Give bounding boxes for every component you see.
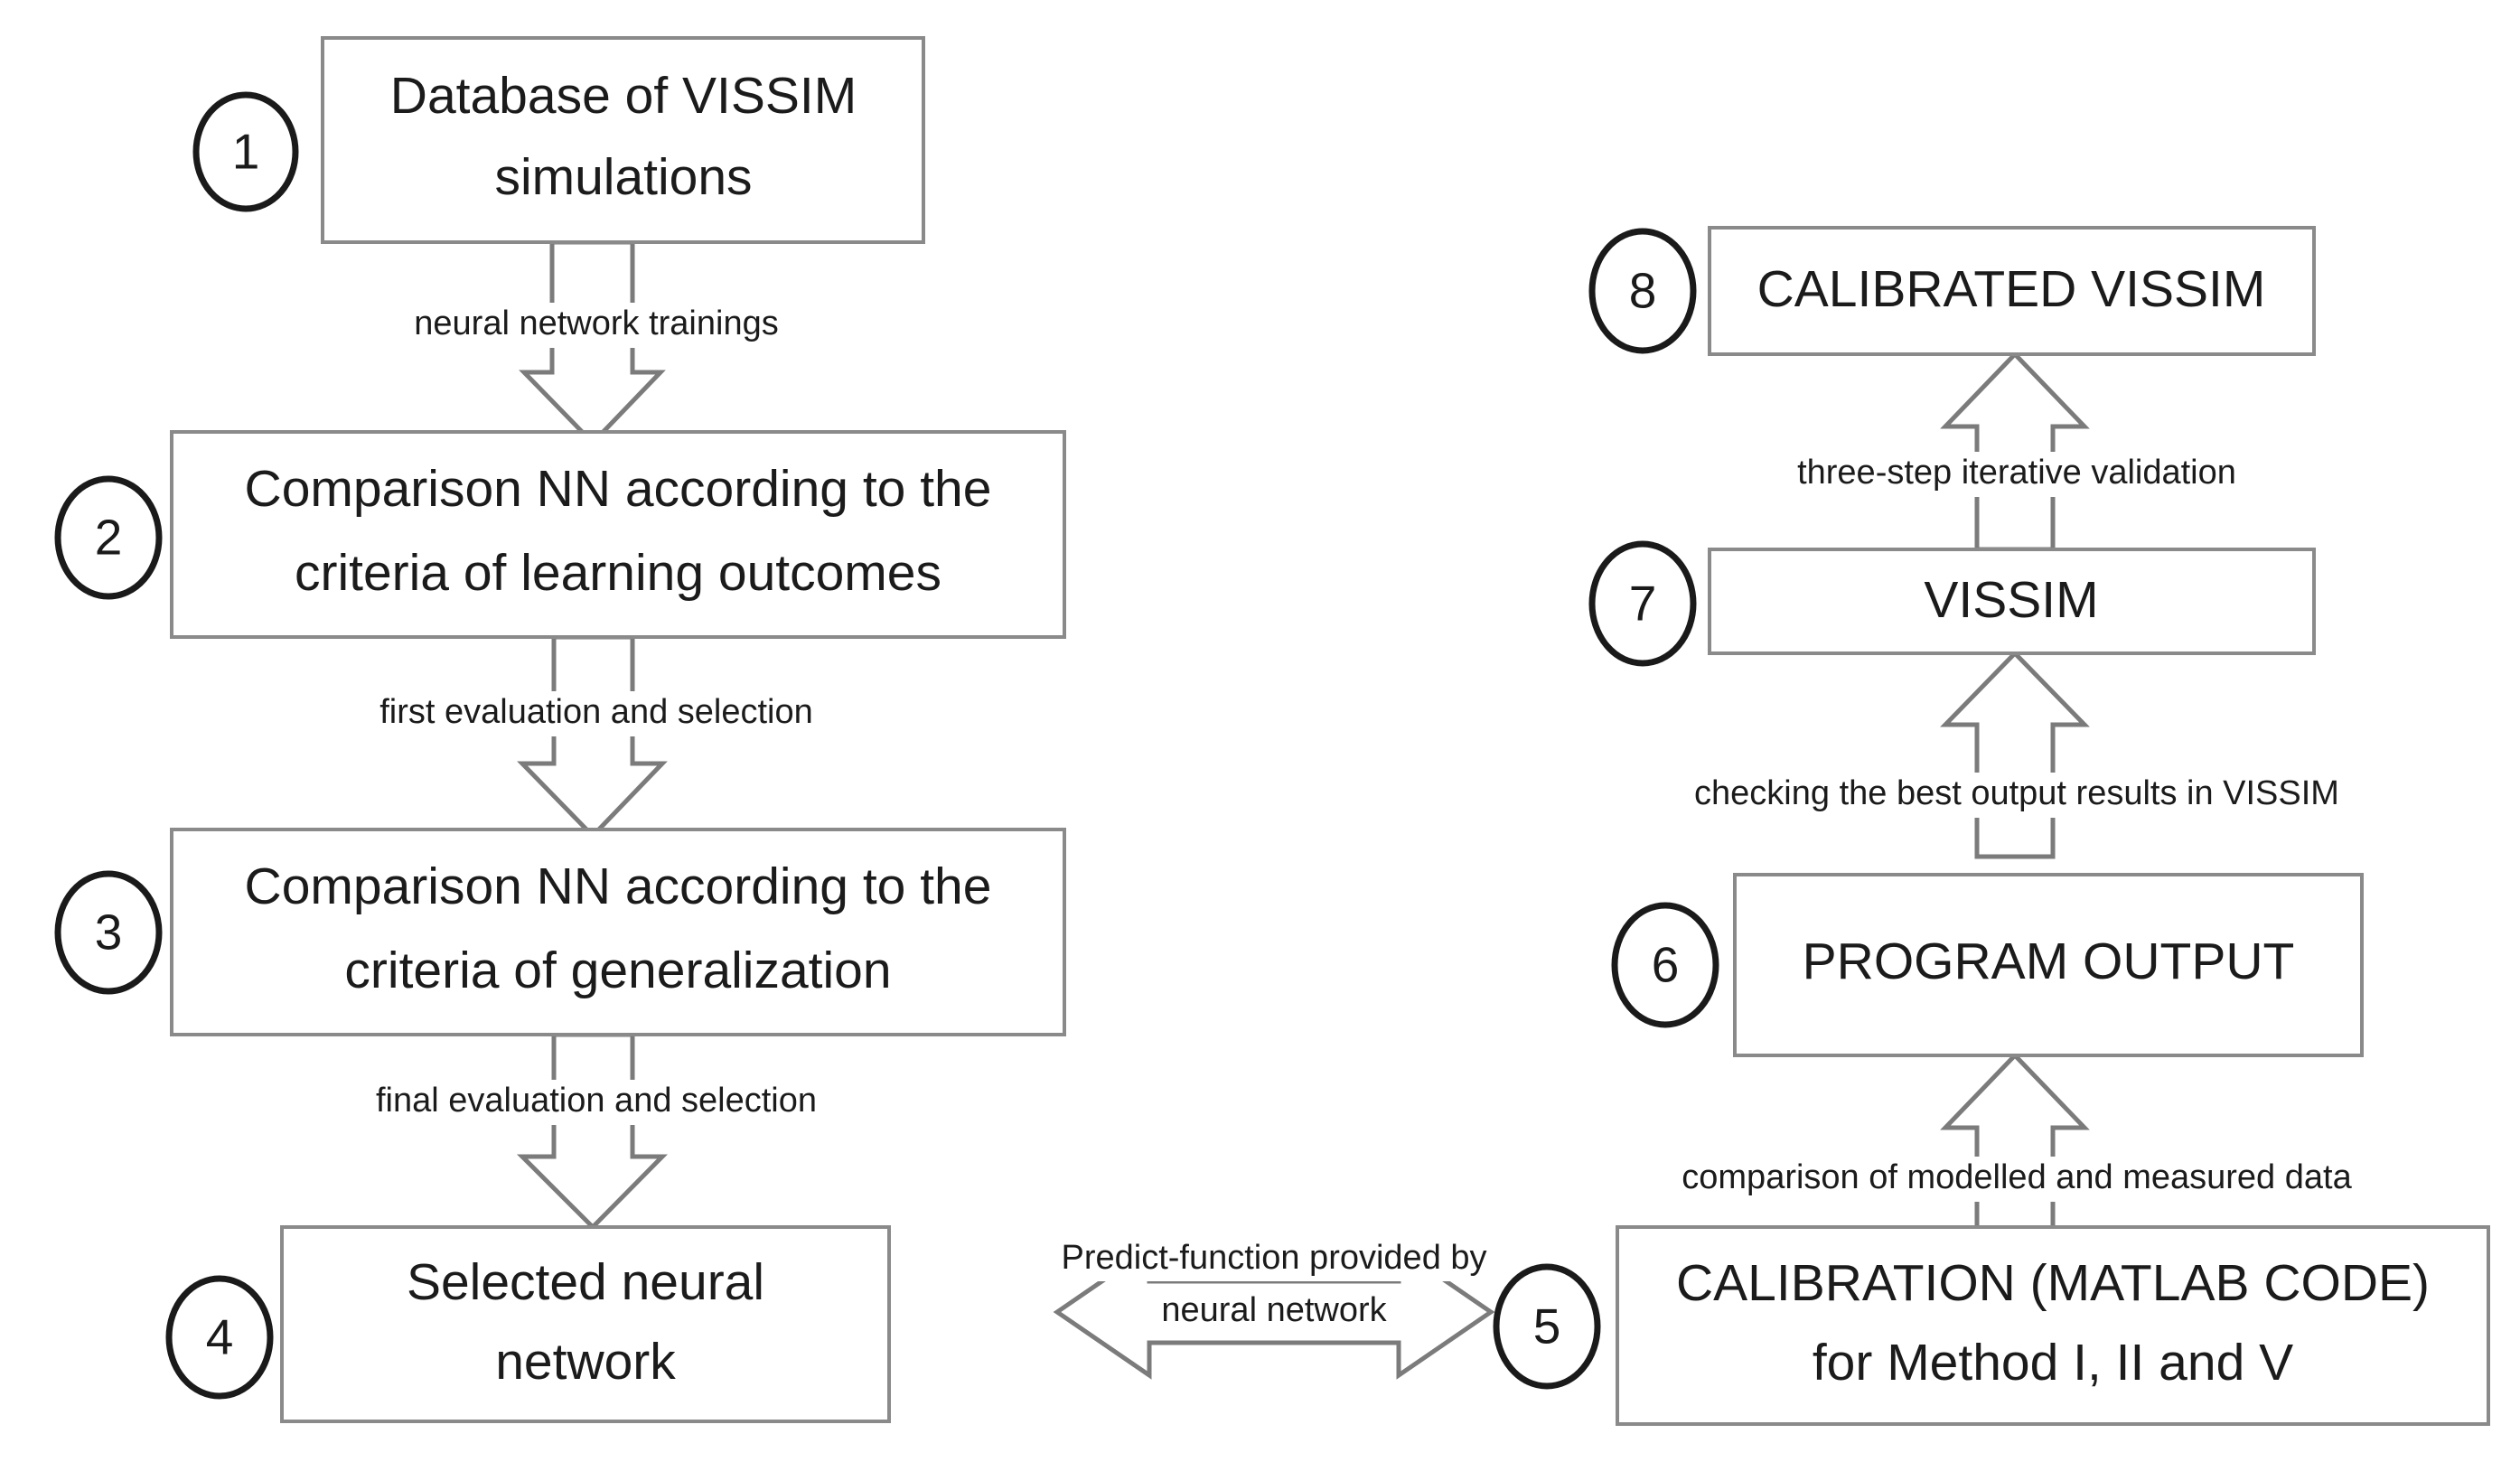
node-4-number: 4 (206, 1309, 234, 1365)
edge-3-4-label: final evaluation and selection (376, 1082, 817, 1120)
edge-4-5-label-backdrop-top (1021, 1238, 1527, 1281)
node-8-badge-circle (1588, 228, 1697, 354)
node-3-badge-circle (54, 870, 163, 995)
node-3-number: 3 (95, 904, 123, 961)
node-6-label-line1: PROGRAM OUTPUT (1803, 932, 2295, 990)
node-1-label-line1: Database of VISSIM (390, 67, 857, 125)
edge-2-3-label-backdrop (352, 691, 858, 736)
node-7-box[interactable] (1708, 548, 2316, 655)
node-2-label-line1: Comparison NN according to the (245, 460, 992, 518)
edge-2-3: first evaluation and selection (352, 634, 858, 839)
edge-1-2-label: neural network trainings (414, 305, 778, 342)
node-6-badge-circle (1611, 902, 1719, 1028)
node-4-label-line2: network (495, 1333, 676, 1391)
edge-6-7-label-backdrop (1617, 773, 2431, 818)
node-4-box[interactable] (280, 1225, 891, 1423)
edge-6-7: checking the best output results in VISS… (1617, 650, 2431, 859)
edge-5-6-label-backdrop (1617, 1157, 2412, 1202)
node-4-badge-circle (165, 1275, 274, 1400)
edge-5-6-label: comparison of modelled and measured data (1682, 1158, 2352, 1196)
edge-7-8: three-step iterative validation (1690, 351, 2349, 552)
edge-3-4: final evaluation and selection (348, 1032, 858, 1231)
edge-2-3-label: first evaluation and selection (379, 693, 813, 731)
node-1-label-line2: simulations (494, 148, 752, 206)
node-7-label-line1: VISSIM (1924, 571, 2098, 629)
node-1[interactable]: Database of VISSIM simulations 1 (192, 36, 925, 244)
node-6-number: 6 (1652, 937, 1680, 993)
edge-4-5-label-line2: neural network (1161, 1291, 1387, 1329)
node-2-badge-circle (54, 475, 163, 600)
node-6[interactable]: PROGRAM OUTPUT 6 (1611, 873, 2364, 1057)
up-block-arrow-icon (1940, 650, 2090, 859)
node-5-box[interactable] (1616, 1225, 2490, 1426)
node-7[interactable]: VISSIM 7 (1588, 540, 2316, 667)
node-3[interactable]: Comparison NN according to the criteria … (54, 828, 1066, 1036)
node-4[interactable]: Selected neural network 4 (165, 1225, 891, 1423)
node-8-box[interactable] (1708, 226, 2316, 356)
node-4-label-line1: Selected neural (407, 1253, 764, 1311)
node-8-label-line1: CALIBRATED VISSIM (1757, 260, 2266, 318)
node-8[interactable]: CALIBRATED VISSIM 8 (1588, 226, 2316, 356)
edge-4-5-label-line1: Predict-function provided by (1061, 1239, 1486, 1277)
edge-6-7-label: checking the best output results in VISS… (1694, 774, 2339, 812)
node-1-box[interactable] (321, 36, 925, 244)
edge-7-8-label-backdrop (1690, 452, 2349, 497)
node-5-badge-circle (1493, 1263, 1601, 1390)
edge-7-8-label: three-step iterative validation (1797, 454, 2236, 492)
node-2[interactable]: Comparison NN according to the criteria … (54, 430, 1066, 639)
down-block-arrow-icon (516, 1032, 668, 1231)
node-5-number: 5 (1533, 1298, 1561, 1354)
node-7-badge-circle (1588, 540, 1697, 667)
node-5-label-line2: for Method I, II and V (1813, 1334, 2293, 1392)
edge-4-5-label-backdrop-bottom (1093, 1290, 1455, 1334)
edge-3-4-label-backdrop (348, 1080, 858, 1125)
node-5[interactable]: CALIBRATION (MATLAB CODE) for Method I, … (1493, 1225, 2490, 1426)
edge-4-5: Predict-function provided by neural netw… (1021, 1238, 1527, 1380)
node-1-number: 1 (232, 124, 260, 180)
edge-5-6: comparison of modelled and measured data (1617, 1052, 2412, 1257)
node-2-label-line2: criteria of learning outcomes (295, 544, 941, 602)
edge-1-2-label-backdrop (361, 303, 831, 348)
node-3-label-line2: criteria of generalization (344, 942, 891, 999)
node-3-box[interactable] (170, 828, 1066, 1036)
node-2-box[interactable] (170, 430, 1066, 639)
node-5-label-line1: CALIBRATION (MATLAB CODE) (1676, 1254, 2430, 1312)
node-3-label-line1: Comparison NN according to the (245, 858, 992, 915)
node-1-badge-circle (192, 91, 299, 212)
edge-1-2: neural network trainings (361, 239, 831, 446)
node-6-box[interactable] (1733, 873, 2364, 1057)
node-2-number: 2 (95, 510, 123, 566)
node-7-number: 7 (1629, 576, 1657, 632)
up-block-arrow-icon (1940, 1052, 2090, 1257)
node-8-number: 8 (1629, 263, 1657, 319)
